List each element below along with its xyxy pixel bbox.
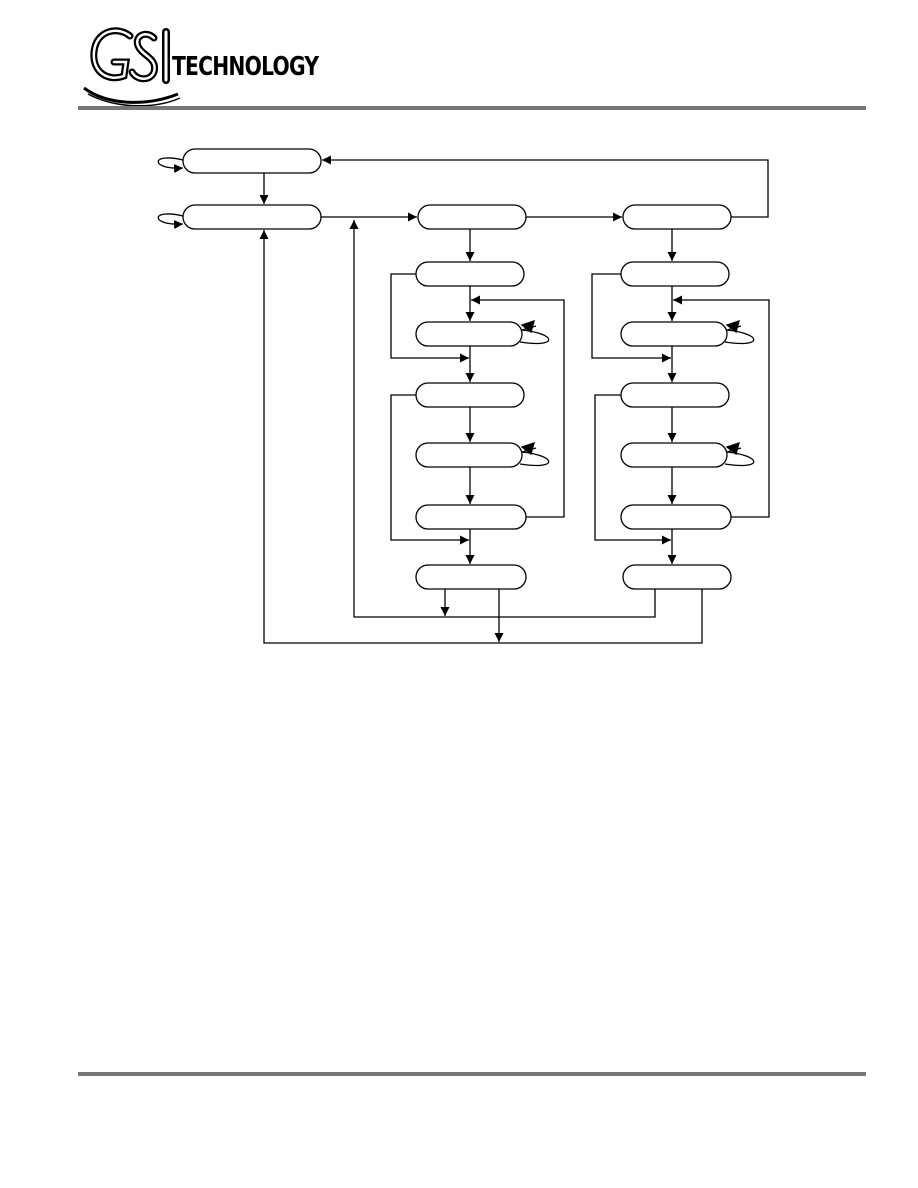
logo-wordmark: TECHNOLOGY: [172, 52, 319, 82]
state-a3: [415, 382, 525, 408]
state-a5: [415, 504, 527, 530]
edge-b1-b3: [591, 273, 671, 363]
loop-a2: [519, 325, 550, 345]
edge-a5-a2: [471, 295, 565, 518]
edge-b6-s1b: [259, 230, 703, 644]
state-b2: [620, 321, 728, 347]
header-rule: [78, 106, 866, 110]
state-s1: [182, 204, 322, 230]
state-b6: [622, 564, 732, 590]
loop-arrowhead: [520, 441, 535, 456]
state-b5: [620, 504, 732, 530]
nodes: [182, 148, 732, 590]
footer-rule: [78, 1072, 866, 1076]
edge-b3-b6: [594, 394, 671, 545]
state-b4: [620, 442, 728, 468]
edge-b6-s1a: [349, 220, 656, 618]
loop-arrowhead: [725, 441, 740, 456]
loop-arrowhead: [725, 319, 740, 334]
state-a4: [415, 442, 523, 468]
gsi-logo-mark: [83, 27, 181, 107]
loop-a4: [519, 447, 550, 467]
edge-a3-a6: [390, 394, 469, 545]
loop-arrowhead: [520, 319, 535, 334]
edges: [157, 155, 770, 644]
edge-a1-a3: [390, 273, 469, 363]
state-a1: [415, 261, 525, 287]
loop-s1: [157, 213, 184, 230]
state-s0: [182, 148, 322, 174]
loop-s0: [157, 157, 184, 174]
loop-b2: [724, 325, 755, 345]
state-a6: [415, 564, 527, 590]
gsi-technology-logo: [78, 22, 318, 108]
loop-b4: [724, 447, 755, 467]
state-b0: [622, 204, 732, 230]
edge-b5-b2: [673, 295, 770, 518]
edge-b0-s0: [322, 155, 769, 218]
state-b3: [620, 382, 730, 408]
state-a0: [417, 204, 527, 230]
state-b1: [620, 261, 730, 287]
state-a2: [415, 321, 523, 347]
